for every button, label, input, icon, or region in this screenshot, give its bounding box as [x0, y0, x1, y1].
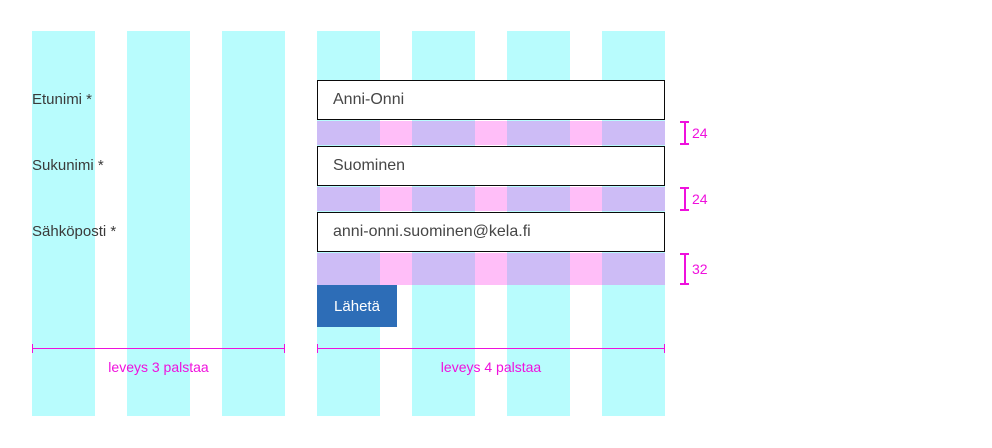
spacing-bar: [317, 187, 665, 211]
width-measure-line-3-columns: [32, 344, 285, 353]
lastname-label: Sukunimi *: [32, 157, 104, 174]
spacing-measure-icon: [680, 121, 689, 145]
lastname-input[interactable]: [317, 146, 665, 186]
spacing-value: 32: [692, 261, 708, 277]
spacing-value: 24: [692, 191, 708, 207]
spacing-value: 24: [692, 125, 708, 141]
email-input[interactable]: [317, 212, 665, 252]
width-measure-line-4-columns: [317, 344, 665, 353]
spacing-measure-icon: [680, 187, 689, 211]
width-label-4-columns: leveys 4 palstaa: [440, 359, 542, 375]
firstname-input[interactable]: [317, 80, 665, 120]
spacing-bar: [317, 253, 665, 285]
spacing-measure-icon: [680, 253, 689, 285]
width-label-3-columns: leveys 3 palstaa: [108, 359, 209, 375]
email-label: Sähköposti *: [32, 223, 117, 240]
spacing-bar: [317, 121, 665, 145]
firstname-label: Etunimi *: [32, 91, 93, 108]
submit-button[interactable]: Lähetä: [317, 285, 397, 327]
